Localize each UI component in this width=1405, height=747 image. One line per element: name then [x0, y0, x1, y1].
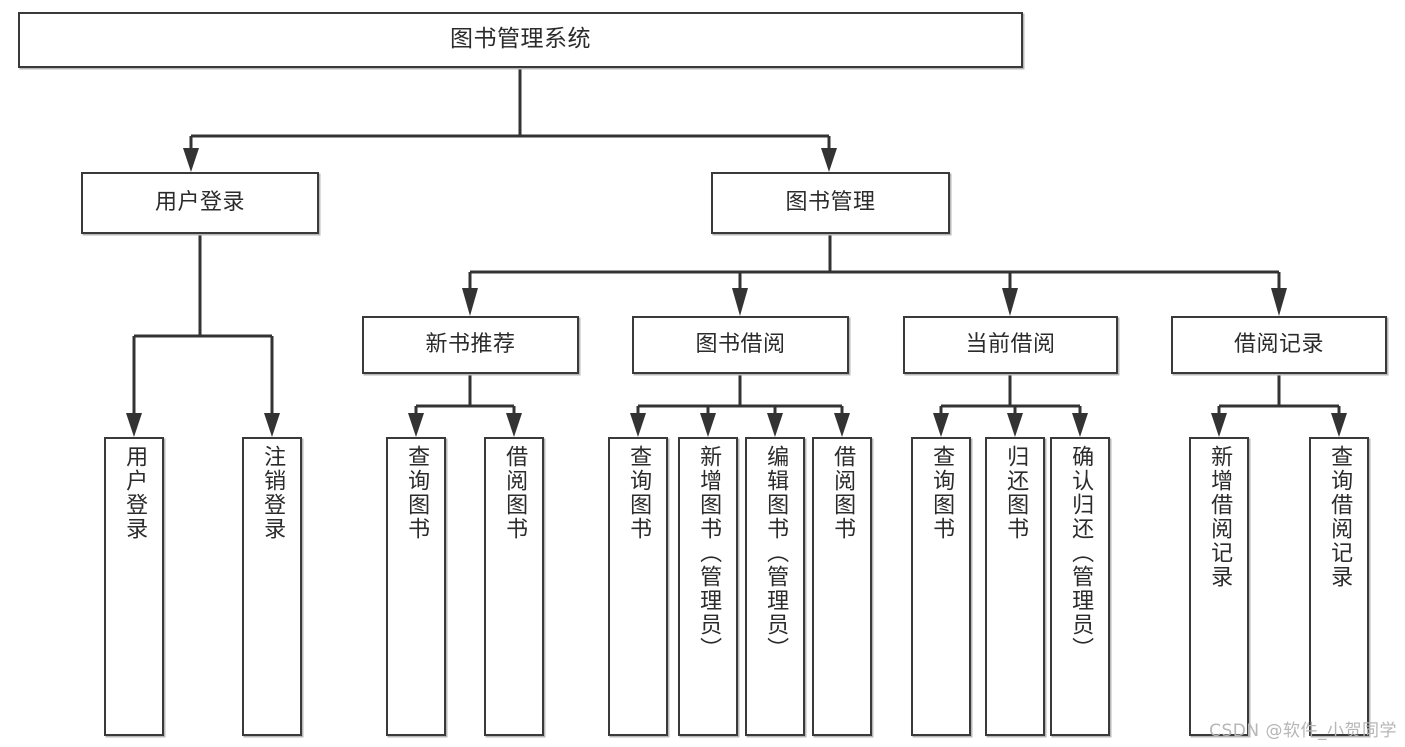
leaf-label: 查询图书	[929, 445, 955, 541]
leaf-label: 新增借阅记录	[1207, 445, 1233, 589]
node-current-borrow[interactable]: 当前借阅	[903, 316, 1118, 374]
node-leaf-user-login[interactable]: 用户登录	[104, 437, 164, 736]
node-leaf-confirm-return[interactable]: 确认归还（管理员）	[1050, 437, 1110, 736]
node-leaf-query-book-borrow[interactable]: 查询图书	[608, 437, 668, 736]
node-leaf-edit-book[interactable]: 编辑图书（管理员）	[745, 437, 805, 736]
node-leaf-borrow-book[interactable]: 借阅图书	[812, 437, 872, 736]
node-leaf-add-book[interactable]: 新增图书（管理员）	[678, 437, 738, 736]
leaf-label: 查询图书	[404, 445, 430, 541]
leaf-label: 借阅图书	[502, 445, 528, 541]
node-leaf-query-borrow-record[interactable]: 查询借阅记录	[1309, 437, 1369, 736]
leaf-label: 借阅图书	[830, 445, 856, 541]
leaf-label: 归还图书	[1003, 445, 1029, 541]
leaf-label: 用户登录	[122, 445, 148, 541]
leaf-label: 查询图书	[626, 445, 652, 541]
node-root[interactable]: 图书管理系统	[18, 12, 1023, 68]
leaf-label: 确认归还（管理员）	[1068, 445, 1094, 661]
leaf-label: 查询借阅记录	[1327, 445, 1353, 589]
watermark-text: CSDN @软件_小贺同学	[1209, 721, 1397, 741]
node-user-login[interactable]: 用户登录	[81, 172, 319, 234]
node-new-book-recommend[interactable]: 新书推荐	[362, 316, 579, 374]
node-leaf-borrow-book-recommend[interactable]: 借阅图书	[484, 437, 544, 736]
node-book-borrow[interactable]: 图书借阅	[632, 316, 849, 374]
node-borrow-record[interactable]: 借阅记录	[1171, 316, 1387, 374]
node-leaf-query-book-recommend[interactable]: 查询图书	[386, 437, 446, 736]
node-book-management[interactable]: 图书管理	[711, 172, 950, 234]
node-leaf-query-book-current[interactable]: 查询图书	[911, 437, 971, 736]
node-leaf-return-book[interactable]: 归还图书	[985, 437, 1045, 736]
leaf-label: 注销登录	[260, 445, 286, 541]
leaf-label: 编辑图书（管理员）	[763, 445, 789, 661]
node-leaf-add-borrow-record[interactable]: 新增借阅记录	[1189, 437, 1249, 736]
node-leaf-logout-login[interactable]: 注销登录	[242, 437, 302, 736]
leaf-label: 新增图书（管理员）	[696, 445, 722, 661]
